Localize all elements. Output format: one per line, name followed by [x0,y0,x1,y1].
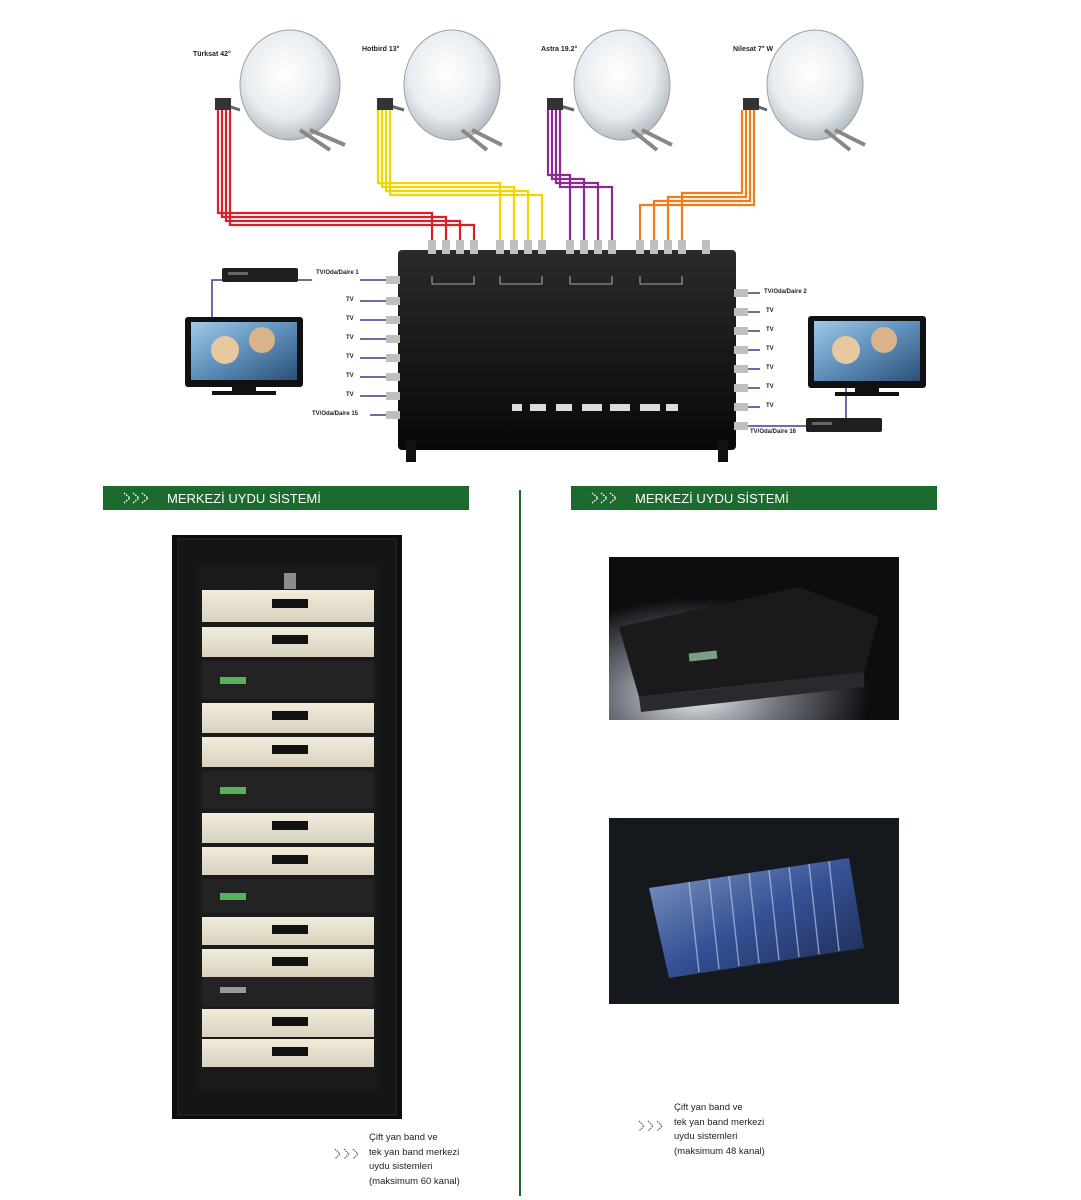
cable-bundle-red [216,110,476,250]
dish-label-turksat: Türksat 42° [193,51,231,58]
rack-unit [202,627,374,657]
rack-unit [202,1009,374,1037]
output-label-right: TV [766,365,774,371]
dish-nilesat [743,29,866,152]
caption-right: Çift yan band ve tek yan band merkezi uy… [674,1101,765,1159]
output-label-right: TV/Oda/Daire 16 [750,429,797,435]
output-label-left: TV [346,373,354,379]
caption-line: (maksimum 60 kanal) [369,1175,460,1187]
dish-label-nilesat: Nilesat 7° W [733,46,774,53]
dish-label-astra: Astra 19.2° [541,46,578,53]
cable-bundle-orange [638,110,756,250]
dish-astra [547,29,673,152]
dish-hotbird [377,29,503,152]
rack-unit [202,977,374,1007]
blade-system-photo [609,818,899,1004]
cable-bundle-purple [546,110,614,250]
output-label-right: TV [766,346,774,352]
rack-unit [202,949,374,977]
dish-label-hotbird: Hotbird 13° [362,46,400,53]
output-label-left: TV [346,354,354,360]
triple-chevron-icon [591,492,618,504]
set-top-box-right [806,418,882,432]
rack-unit [202,661,374,699]
output-label-left: TV [346,335,354,341]
triple-chevron-icon [638,1120,663,1132]
section-header-left: MERKEZİ UYDU SİSTEMİ [103,486,469,510]
caption-line: tek yan band merkezi [369,1146,460,1158]
rack-cabinet-photo [172,535,402,1119]
caption-line: (maksimum 48 kanal) [674,1145,765,1157]
caption-line: uydu sistemleri [369,1161,433,1172]
rack-unit [202,917,374,945]
section-header-right: MERKEZİ UYDU SİSTEMİ [571,486,937,510]
multiswitch-box [386,240,748,462]
receiver-device-photo [609,557,899,720]
output-label-left: TV [346,392,354,398]
cable-bundle-yellow [376,110,544,250]
output-label-right: TV [766,384,774,390]
satellite-distribution-diagram: Türksat 42° Hotbird 13° Astra 19.2° Nile… [0,0,1081,470]
rack-unit [202,1039,374,1067]
section-title: MERKEZİ UYDU SİSTEMİ [167,490,321,506]
rack-unit [202,703,374,733]
caption-left: Çift yan band ve tek yan band merkezi uy… [369,1131,460,1189]
tv-left [185,317,303,395]
caption-line: tek yan band merkezi [674,1116,765,1128]
output-label-right: TV [766,327,774,333]
caption-line: Çift yan band ve [674,1102,743,1113]
triple-chevron-icon [123,492,150,504]
output-label-right: TV [766,308,774,314]
output-label-right: TV/Oda/Daire 2 [764,289,807,295]
tv-right [808,316,926,396]
column-divider [519,490,521,1196]
rack-unit [202,813,374,843]
caption-line: Çift yan band ve [369,1132,438,1143]
triple-chevron-icon [334,1148,359,1160]
dish-turksat [215,29,346,152]
output-label-left: TV [346,297,354,303]
output-label-right: TV [766,403,774,409]
output-label-left: TV/Oda/Daire 15 [312,411,359,417]
caption-line: uydu sistemleri [674,1131,738,1142]
rack-unit [202,847,374,875]
output-label-left: TV [346,316,354,322]
output-label-left: TV/Oda/Daire 1 [316,270,359,276]
set-top-box-left [222,268,298,282]
rack-unit [202,879,374,913]
rack-unit [202,590,374,622]
rack-unit [202,737,374,767]
rack-unit [202,771,374,809]
section-title: MERKEZİ UYDU SİSTEMİ [635,490,789,506]
